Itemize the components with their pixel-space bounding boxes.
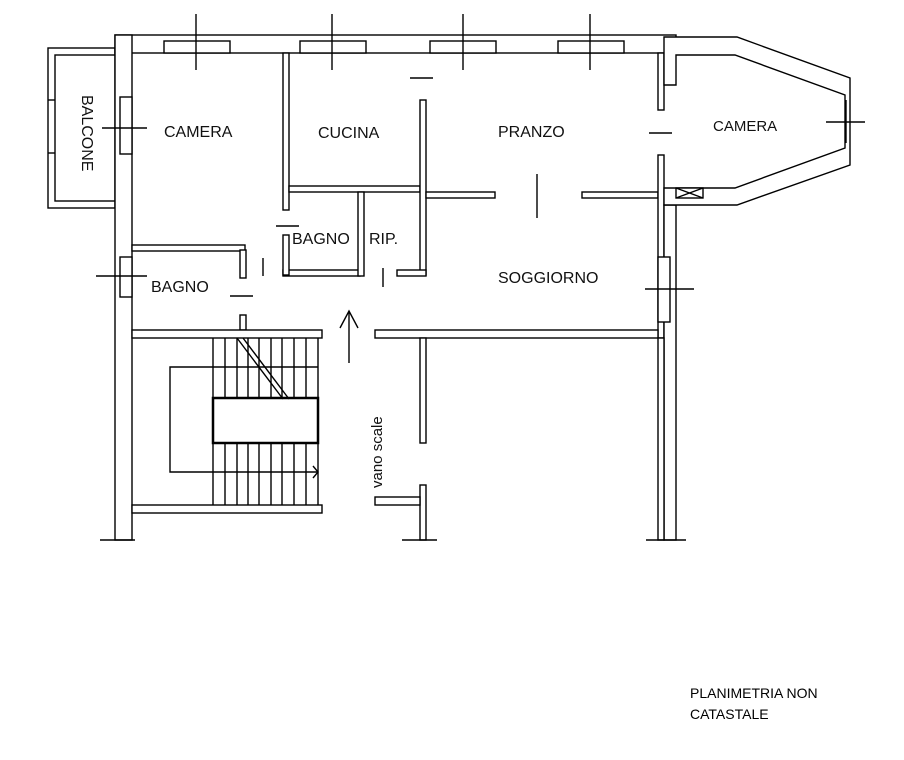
label-balcone: BALCONE bbox=[78, 95, 95, 171]
label-camera-left: CAMERA bbox=[164, 124, 233, 141]
label-pranzo: PRANZO bbox=[498, 124, 565, 141]
doors bbox=[230, 77, 672, 297]
windows bbox=[96, 14, 865, 323]
label-soggiorno: SOGGIORNO bbox=[498, 270, 598, 287]
label-cucina: CUCINA bbox=[318, 125, 380, 142]
up-arrow-icon bbox=[339, 309, 359, 329]
label-bagno-small: BAGNO bbox=[292, 231, 350, 248]
label-bagno-left: BAGNO bbox=[151, 279, 209, 296]
note-line-2: CATASTALE bbox=[690, 706, 769, 722]
staircase bbox=[169, 309, 359, 505]
plan-note: PLANIMETRIA NON CATASTALE bbox=[690, 683, 818, 725]
label-camera-right: CAMERA bbox=[713, 118, 777, 135]
bay-camera-walls bbox=[663, 36, 851, 206]
note-line-1: PLANIMETRIA NON bbox=[690, 685, 818, 701]
label-ripostiglio: RIP. bbox=[369, 231, 398, 248]
label-vano-scale: vano scale bbox=[369, 416, 386, 488]
